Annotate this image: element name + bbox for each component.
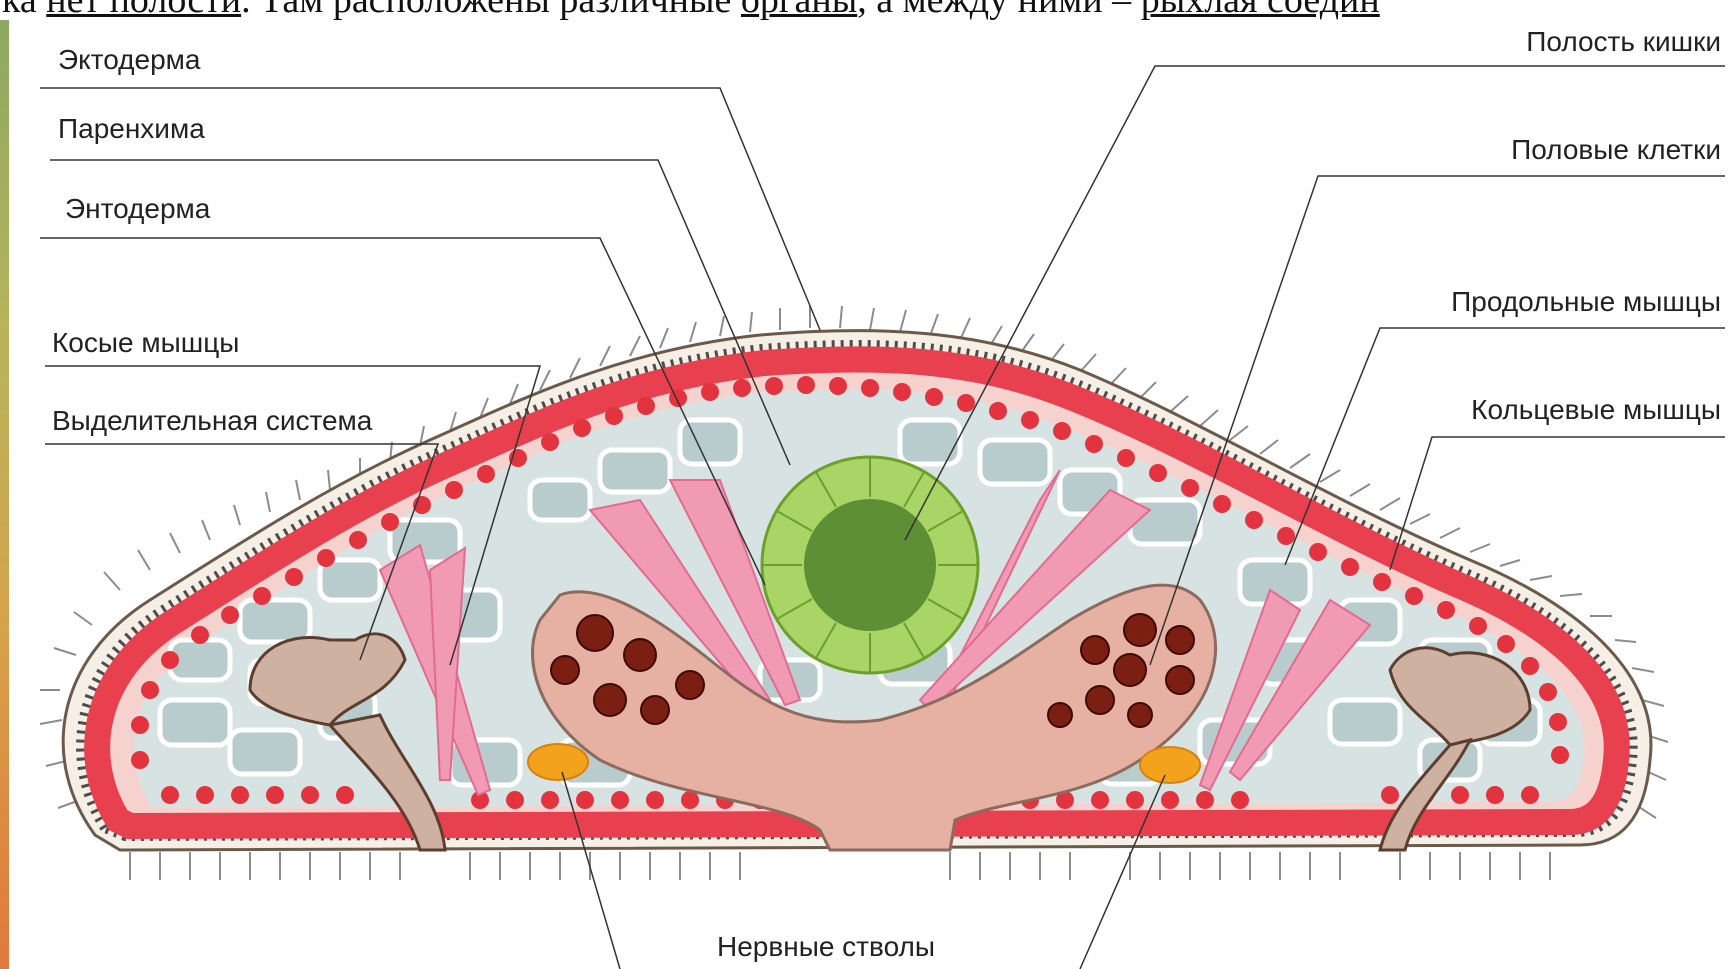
label-longitudinal-muscles: Продольные мышцы (1451, 286, 1721, 318)
label-sex-cells: Половые клетки (1511, 134, 1721, 166)
label-nerve-trunks: Нервные стволы (717, 931, 935, 963)
nerve-trunk-right (1140, 747, 1200, 783)
label-oblique-muscles: Косые мышцы (52, 327, 239, 359)
label-endoderm: Энтодерма (65, 193, 210, 225)
nerve-trunk-left (528, 744, 588, 780)
label-excretory-system: Выделительная система (52, 405, 372, 437)
label-ectoderm: Эктодерма (58, 44, 200, 76)
label-gut-cavity: Полость кишки (1526, 26, 1721, 58)
label-parenchyma: Паренхима (58, 113, 205, 145)
label-circular-muscles: Кольцевые мышцы (1471, 394, 1721, 426)
